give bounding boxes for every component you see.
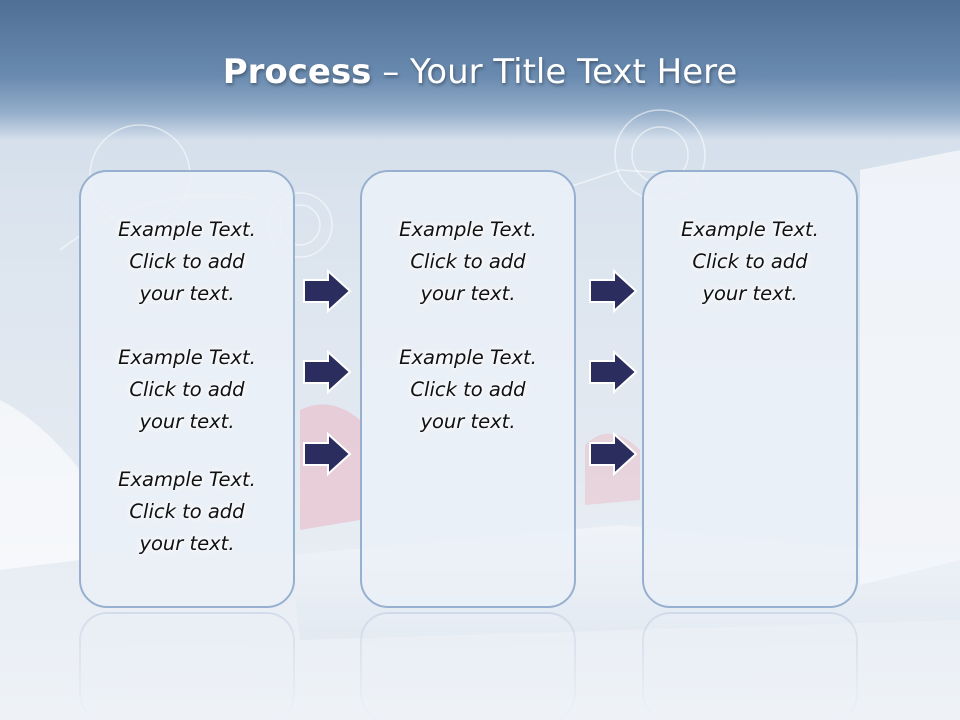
text-line: Example Text. xyxy=(118,468,256,491)
text-line: Example Text. xyxy=(399,346,537,369)
process-step-1[interactable]: Example Text. Click to add your text. Ex… xyxy=(79,170,295,608)
step-text[interactable]: Example Text. Click to add your text. xyxy=(362,342,574,438)
box-reflection xyxy=(360,612,576,720)
box-reflection xyxy=(642,612,858,720)
text-line: your text. xyxy=(139,282,235,305)
text-line: Click to add xyxy=(410,378,526,401)
right-arrow-icon xyxy=(589,269,638,313)
text-line: Click to add xyxy=(129,250,245,273)
text-line: Click to add xyxy=(410,250,526,273)
right-arrow-icon xyxy=(589,432,638,476)
text-line: Click to add xyxy=(129,378,245,401)
step-text[interactable]: Example Text. Click to add your text. xyxy=(644,214,856,310)
step-text[interactable]: Example Text. Click to add your text. xyxy=(81,214,293,310)
process-step-2[interactable]: Example Text. Click to add your text. Ex… xyxy=(360,170,576,608)
process-step-3[interactable]: Example Text. Click to add your text. xyxy=(642,170,858,608)
text-line: Example Text. xyxy=(118,218,256,241)
text-line: Example Text. xyxy=(399,218,537,241)
step-text[interactable]: Example Text. Click to add your text. xyxy=(362,214,574,310)
right-arrow-icon xyxy=(303,269,352,313)
text-line: Example Text. xyxy=(681,218,819,241)
text-line: Example Text. xyxy=(118,346,256,369)
right-arrow-icon xyxy=(303,432,352,476)
title-bold-part: Process xyxy=(222,52,372,92)
text-line: your text. xyxy=(139,410,235,433)
step-text[interactable]: Example Text. Click to add your text. xyxy=(81,342,293,438)
text-line: your text. xyxy=(420,410,516,433)
box-reflection xyxy=(79,612,295,720)
step-text[interactable]: Example Text. Click to add your text. xyxy=(81,464,293,560)
text-line: your text. xyxy=(139,532,235,555)
text-line: Click to add xyxy=(692,250,808,273)
title-band xyxy=(0,0,960,140)
title-text-part: – Your Title Text Here xyxy=(371,52,738,92)
text-line: your text. xyxy=(420,282,516,305)
text-line: Click to add xyxy=(129,500,245,523)
right-arrow-icon xyxy=(303,350,352,394)
right-arrow-icon xyxy=(589,350,638,394)
text-line: your text. xyxy=(702,282,798,305)
slide-title[interactable]: Process – Your Title Text Here xyxy=(0,52,960,92)
